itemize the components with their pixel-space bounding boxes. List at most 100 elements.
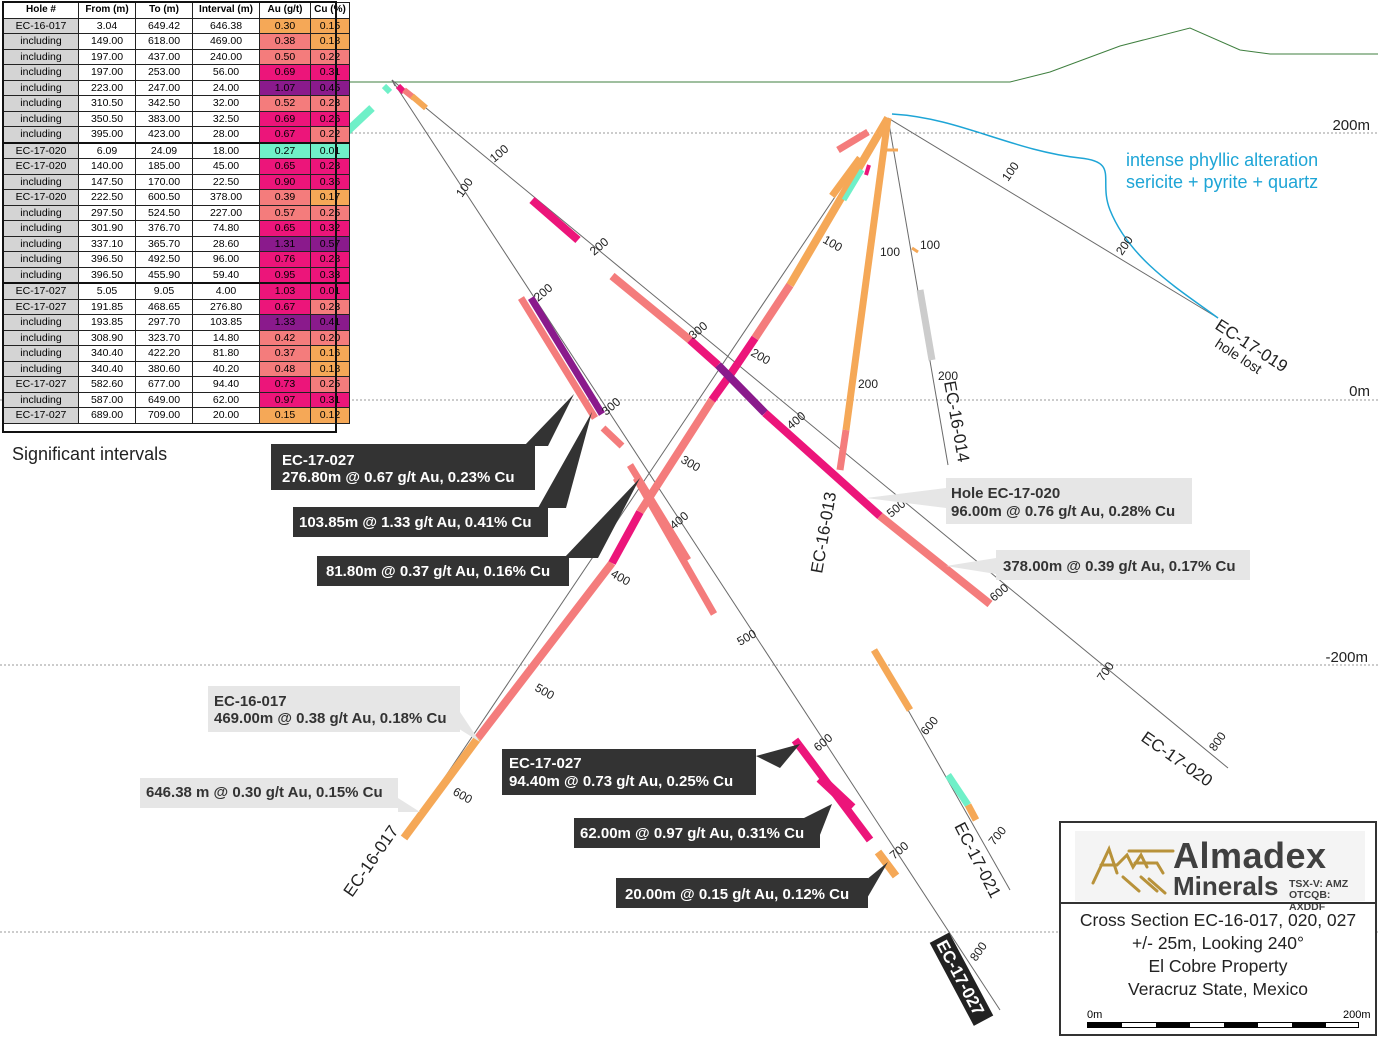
svg-text:500: 500	[735, 626, 760, 648]
cell-cu: 0.26	[310, 110, 350, 127]
cell-from: 3.04	[78, 17, 136, 34]
svg-text:300: 300	[679, 452, 704, 474]
cell-cu: 0.28	[310, 251, 350, 268]
svg-text:378.00m @ 0.39 g/t Au, 0.17% C: 378.00m @ 0.39 g/t Au, 0.17% Cu	[1003, 558, 1236, 575]
intervals-table: Hole # From (m) To (m) Interval (m) Au (…	[3, 2, 350, 424]
cell-from: 301.90	[78, 220, 136, 237]
cell-from: 147.50	[78, 173, 136, 190]
cell-from: 337.10	[78, 235, 136, 252]
cell-to: 649.42	[135, 17, 193, 34]
svg-text:EC-17-027: EC-17-027	[509, 755, 582, 772]
cell-au: 0.90	[259, 173, 311, 190]
cell-interval: 276.80	[192, 298, 260, 315]
svg-text:62.00m @ 0.97 g/t Au, 0.31% Cu: 62.00m @ 0.97 g/t Au, 0.31% Cu	[580, 825, 804, 842]
cell-to: 468.65	[135, 298, 193, 315]
svg-text:276.80m @ 0.67 g/t Au, 0.23% C: 276.80m @ 0.67 g/t Au, 0.23% Cu	[282, 469, 515, 486]
cell-hole: including	[3, 266, 79, 284]
cell-interval: 103.85	[192, 314, 260, 331]
cell-interval: 56.00	[192, 64, 260, 81]
cell-interval: 22.50	[192, 173, 260, 190]
cell-interval: 378.00	[192, 189, 260, 206]
cell-cu: 0.36	[310, 173, 350, 190]
cell-cu: 0.18	[310, 33, 350, 50]
cell-au: 0.30	[259, 17, 311, 34]
cell-to: 709.00	[135, 407, 193, 424]
cell-hole: including	[3, 173, 79, 190]
cell-interval: 18.00	[192, 141, 260, 159]
cell-cu: 0.25	[310, 376, 350, 393]
hole-label-ec-16-017: EC-16-017	[340, 822, 403, 900]
cell-from: 396.50	[78, 266, 136, 284]
cell-hole: including	[3, 48, 79, 65]
cell-to: 422.20	[135, 345, 193, 362]
cell-interval: 40.20	[192, 360, 260, 377]
cell-au: 0.69	[259, 110, 311, 127]
callout-ec-17-020-second: 378.00m @ 0.39 g/t Au, 0.17% Cu	[996, 550, 1250, 580]
cell-from: 340.40	[78, 345, 136, 362]
svg-text:400: 400	[609, 566, 634, 588]
cell-au: 0.52	[259, 95, 311, 112]
cell-au: 0.97	[259, 391, 311, 408]
cell-hole: including	[3, 204, 79, 221]
alteration-label-1: intense phyllic alteration	[1126, 150, 1318, 170]
cell-hole: including	[3, 95, 79, 112]
cell-interval: 24.00	[192, 79, 260, 96]
cell-hole: EC-17-027	[3, 282, 79, 300]
svg-text:200: 200	[1113, 233, 1136, 258]
cell-to: 9.05	[135, 282, 193, 300]
cell-to: 492.50	[135, 251, 193, 268]
callout-ec-17-027-including-2: 81.80m @ 0.37 g/t Au, 0.16% Cu	[317, 556, 569, 586]
cell-from: 308.90	[78, 329, 136, 346]
cell-hole: EC-17-020	[3, 189, 79, 206]
cell-hole: including	[3, 33, 79, 50]
cell-from: 223.00	[78, 79, 136, 96]
cell-au: 0.15	[259, 407, 311, 424]
cell-hole: including	[3, 126, 79, 143]
cell-au: 1.33	[259, 314, 311, 331]
svg-text:800: 800	[1206, 729, 1229, 754]
cell-from: 587.00	[78, 391, 136, 408]
scale-label-left: 0m	[1087, 1009, 1103, 1021]
svg-text:EC-17-027: EC-17-027	[282, 452, 355, 469]
svg-text:600: 600	[451, 784, 476, 806]
cell-interval: 81.80	[192, 345, 260, 362]
cell-to: 185.00	[135, 158, 193, 175]
caption-line-1: Cross Section EC-16-017, 020, 027	[1079, 910, 1357, 930]
cell-au: 0.65	[259, 220, 311, 237]
cell-interval: 59.40	[192, 266, 260, 284]
svg-text:81.80m @ 0.37 g/t Au, 0.16% Cu: 81.80m @ 0.37 g/t Au, 0.16% Cu	[326, 563, 550, 580]
callout-ec-17-027-deep-including: 62.00m @ 0.97 g/t Au, 0.31% Cu	[574, 818, 820, 848]
cell-hole: EC-16-017	[3, 17, 79, 34]
drill-traces	[391, 79, 1229, 1011]
cell-cu: 0.23	[310, 298, 350, 315]
cell-au: 0.38	[259, 33, 311, 50]
cell-interval: 240.00	[192, 48, 260, 65]
cell-from: 222.50	[78, 189, 136, 206]
alteration-label-2: sericite + pyrite + quartz	[1126, 172, 1318, 192]
title-block-divider	[1061, 902, 1375, 904]
cell-au: 0.76	[259, 251, 311, 268]
cell-cu: 0.28	[310, 158, 350, 175]
cell-au: 0.69	[259, 64, 311, 81]
caption-line-4: Veracruz State, Mexico	[1128, 979, 1308, 999]
cell-au: 1.07	[259, 79, 311, 96]
cell-au: 0.95	[259, 266, 311, 284]
cell-from: 395.00	[78, 126, 136, 143]
elevation-200m: 200m	[1332, 117, 1370, 134]
svg-text:700: 700	[986, 823, 1010, 848]
cell-to: 24.09	[135, 141, 193, 159]
cell-from: 6.09	[78, 141, 136, 159]
cell-hole: including	[3, 235, 79, 252]
